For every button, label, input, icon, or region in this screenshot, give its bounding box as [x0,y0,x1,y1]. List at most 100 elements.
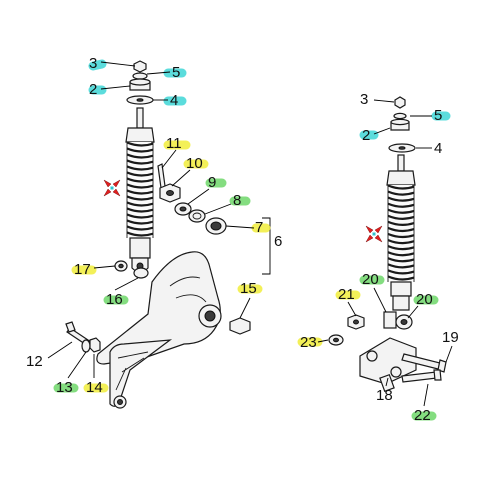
castle-nut-icon [159,183,181,203]
shock-body-icon [129,237,151,259]
callout-a6: 6 [274,233,282,250]
leader-line [100,85,131,90]
leader-line [100,61,136,67]
callout-label: 2 [362,127,370,144]
callout-a14: 14 [83,354,109,396]
washer-icon [132,72,148,80]
callout-label: 4 [434,140,442,157]
callout-a10: 10 [171,155,209,187]
leader-line [93,265,116,269]
callout-label: 17 [74,261,91,278]
callout-a15: 15 [237,280,263,319]
mount-bracket-18-icon [359,337,417,385]
washer-icon [393,112,407,120]
leader-line [225,225,255,229]
callout-label: 9 [208,174,216,191]
callout-label: 6 [274,233,282,250]
piston-rod-icon [397,154,405,172]
callout-b20a: 20 [359,271,387,313]
callout-label: 22 [414,407,431,424]
pointer-cross-icon[interactable] [365,225,383,243]
leader-line [187,188,210,205]
callout-label: 3 [360,91,368,108]
callout-label: 5 [434,107,442,124]
spacer-washer-icon [174,202,192,216]
callout-label: 19 [442,329,459,346]
callout-label: 20 [416,291,433,308]
callout-b21: 21 [335,286,361,317]
leader-line [373,127,391,135]
callout-label: 4 [170,92,178,109]
leader-line [407,305,419,319]
left-small-parts [157,163,227,235]
bearing-icon [205,217,227,235]
callout-label: 12 [26,353,43,370]
callout-a8: 8 [204,192,251,215]
spacer-ring-icon [188,209,206,223]
nut-15-icon [229,317,251,335]
callout-label: 10 [186,155,203,172]
piston-rod-icon [136,107,144,129]
callout-a5: 5 [146,64,187,81]
nut-17-icon [114,260,128,272]
callout-b5: 5 [410,107,451,124]
callout-a16: 16 [103,277,139,308]
washer-13-icon [81,339,91,353]
leader-line [171,169,191,187]
shock-top-cap-icon [125,127,155,143]
top-nut-icon [133,60,147,73]
bushing-20a-icon [383,311,397,329]
callout-a9: 9 [187,174,227,205]
callout-label: 14 [86,379,103,396]
right-shock-absorber [386,96,416,311]
callout-a17: 17 [71,261,116,278]
callout-label: 16 [106,291,123,308]
top-nut-icon [394,96,406,109]
callout-label: 18 [376,387,393,404]
callout-label: 11 [166,135,182,152]
leader-line [146,71,171,75]
leader-line [114,277,139,291]
callout-b23: 23 [297,334,329,351]
leader-line [317,339,329,343]
leader-line [373,99,395,103]
callout-b22: 22 [411,383,437,424]
callout-label: 8 [233,192,241,209]
callout-b3: 3 [360,91,395,108]
leader-line [445,345,453,363]
callout-label: 20 [362,271,379,288]
shock-top-cap-icon [386,170,416,186]
shock-body-icon [390,281,412,297]
washer-23-icon [328,334,344,346]
callout-b2: 2 [359,127,391,144]
leader-line [204,203,232,215]
leader-line [373,287,387,313]
pointer-cross-icon[interactable] [103,179,121,197]
swing-arm-bracket [65,251,251,409]
callout-b18: 18 [376,377,393,404]
callout-b20b: 20 [407,291,439,319]
nut-14-icon [89,337,101,353]
callout-label: 23 [300,334,317,351]
callout-a11: 11 [161,135,191,169]
bushing-20b-icon [395,314,413,330]
callout-a7: 7 [225,219,271,236]
nut-21-icon [347,314,365,330]
callout-label: 3 [89,55,97,72]
callout-label: 21 [338,286,355,303]
callout-label: 7 [255,219,263,236]
callout-label: 5 [172,64,180,81]
leader-line [385,377,389,387]
callout-b4: 4 [416,140,442,157]
callout-highlight [88,59,107,71]
group-bracket-7-6 [262,217,271,275]
callout-a2: 2 [88,81,131,98]
coil-spring-icon [126,141,154,238]
callout-b19: 19 [442,329,459,363]
leader-line [47,341,73,359]
callout-a4: 4 [153,92,187,109]
split-pin-icon [157,163,166,189]
